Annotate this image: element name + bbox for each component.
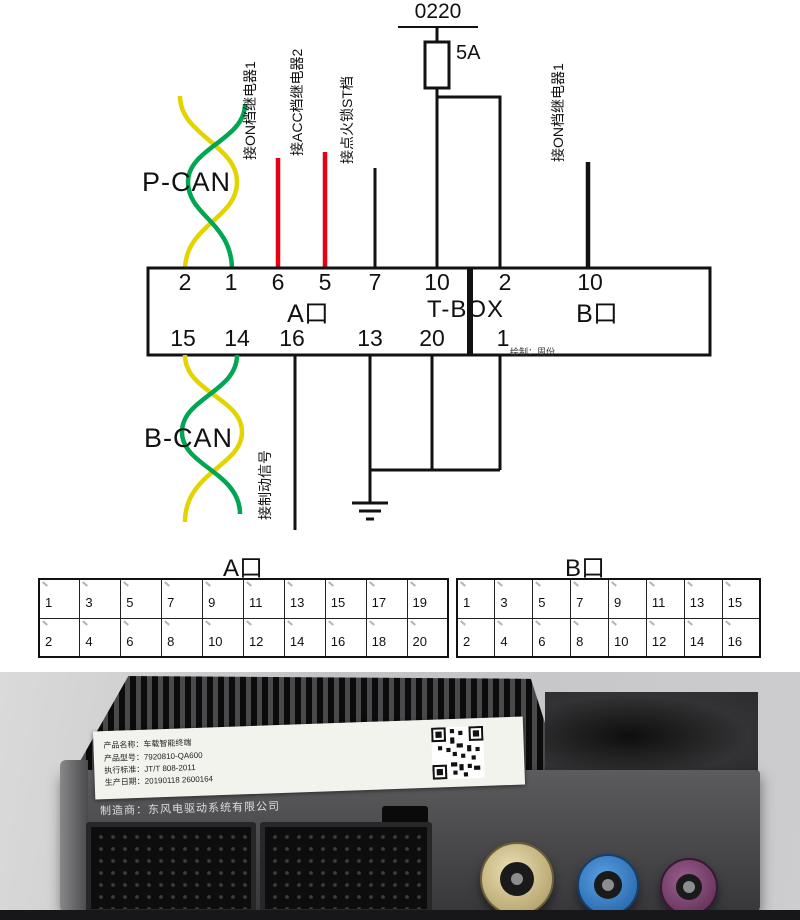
- a-port-label: A口: [287, 300, 329, 328]
- connector-block-2: [260, 822, 432, 914]
- pin-cell: 2: [38, 617, 81, 658]
- pin-cell: 19: [406, 578, 449, 619]
- pin-cell: 3: [79, 578, 122, 619]
- a-port-pin-table: 1 3 5 7 9 11 13 15 17 19 2 4 6 8 10 12 1…: [38, 578, 449, 658]
- pin-cell: 9: [202, 578, 244, 619]
- pin-cell: 16: [324, 617, 367, 658]
- pin-a2: 2: [178, 269, 192, 295]
- table-row: 2 4 6 8 10 12 14 16 18 20: [38, 617, 449, 658]
- fakra-pin: [602, 879, 614, 891]
- pin-cell: 13: [683, 578, 723, 619]
- pin-cell: 1: [38, 578, 81, 619]
- pin-cell: 14: [683, 617, 723, 658]
- fakra-connector-blue: [577, 854, 639, 916]
- pin-a1: 1: [224, 269, 238, 295]
- device-photo: 产品名称：车载智能终端 产品型号：7920810-QA600 执行标准：JT/T…: [0, 672, 800, 920]
- author-note: 绘制：周份: [510, 347, 556, 357]
- pin-a5: 5: [318, 269, 332, 295]
- pin-a7: 7: [368, 269, 382, 295]
- a-port-table-title: A口: [222, 555, 263, 582]
- wiring-diagram-graphics: [146, 27, 712, 530]
- pin-cell: 8: [161, 617, 204, 658]
- b-pin2-power-branch: [437, 95, 502, 270]
- pin-cell: 1: [456, 578, 496, 619]
- qr-code-icon: [431, 725, 485, 780]
- pin-cell: 12: [645, 617, 685, 658]
- wire-label-b-on-relay1: 接ON档继电器1: [550, 63, 566, 162]
- fuse-rating-label: 5A: [456, 42, 481, 64]
- table-row: 1 3 5 7 9 11 13 15 17 19: [38, 578, 449, 619]
- product-label: 产品名称：车载智能终端 产品型号：7920810-QA600 执行标准：JT/T…: [92, 716, 526, 800]
- pin-cell: 4: [79, 617, 122, 658]
- pin-a6: 6: [271, 269, 285, 295]
- pin-cell: 8: [570, 617, 609, 658]
- b-port-label: B口: [576, 300, 618, 328]
- pin-b1: 1: [496, 325, 510, 351]
- pin-cell: 2: [456, 617, 496, 658]
- b-port-pin-table: 1 3 5 7 9 11 13 15 2 4 6 8 10 12 14 16: [456, 578, 761, 658]
- device-top-surface: [545, 692, 758, 772]
- connector-tab: [382, 806, 428, 826]
- pin-a14: 14: [224, 325, 250, 351]
- wire-label-on-relay1: 接ON档继电器1: [242, 61, 258, 160]
- pin-a20: 20: [419, 325, 445, 351]
- fakra-connector-beige: [480, 842, 554, 916]
- fakra-pin: [511, 873, 523, 885]
- wire-label-ignition-st: 接点火锁ST档: [339, 76, 355, 164]
- pin-a16: 16: [279, 325, 305, 351]
- fakra-pin: [683, 881, 695, 893]
- pin-b2: 2: [498, 269, 512, 295]
- pin-cell: 3: [494, 578, 534, 619]
- wire-label-brake-signal: 接制动信号: [257, 450, 273, 520]
- pin-cell: 6: [532, 617, 572, 658]
- pin-cell: 15: [324, 578, 367, 619]
- pin-cell: 7: [161, 578, 204, 619]
- device-side-bracket: [60, 760, 88, 912]
- pin-cell: 11: [645, 578, 685, 619]
- table-row: 1 3 5 7 9 11 13 15: [456, 578, 761, 619]
- pin-cell: 6: [120, 617, 163, 658]
- fakra-connector-purple: [660, 858, 718, 916]
- product-label-text: 产品名称：车载智能终端 产品型号：7920810-QA600 执行标准：JT/T…: [103, 730, 395, 790]
- fuse-symbol: [423, 40, 451, 90]
- bcan-label: B-CAN: [144, 423, 234, 453]
- pin-cell: 11: [242, 578, 285, 619]
- pin-cell: 14: [283, 617, 326, 658]
- pin-a10: 10: [424, 269, 450, 295]
- pin-cell: 18: [365, 617, 408, 658]
- tbox-label: T-BOX: [426, 296, 504, 323]
- pin-cell: 4: [494, 617, 534, 658]
- pin-cell: 10: [608, 617, 647, 658]
- pin-cell: 20: [406, 617, 449, 658]
- pin-cell: 12: [242, 617, 285, 658]
- pin-a13: 13: [357, 325, 383, 351]
- pin-cell: 9: [608, 578, 647, 619]
- pin-cell: 5: [532, 578, 572, 619]
- pin-b10: 10: [577, 269, 603, 295]
- pin-cell: 5: [120, 578, 163, 619]
- pcan-label: P-CAN: [142, 167, 232, 197]
- pin-cell: 13: [283, 578, 326, 619]
- table-surface: [0, 910, 800, 920]
- b-port-table-title: B口: [564, 555, 605, 582]
- connector-block-1: [86, 822, 256, 914]
- pin-a15: 15: [170, 325, 196, 351]
- wire-label-acc-relay2: 接ACC档继电器2: [289, 48, 305, 156]
- pin-cell: 17: [365, 578, 408, 619]
- power-code-label: 0220: [398, 0, 478, 28]
- table-row: 2 4 6 8 10 12 14 16: [456, 617, 761, 658]
- pin-cell: 7: [570, 578, 609, 619]
- pin-cell: 16: [721, 617, 761, 658]
- pin-cell: 10: [202, 617, 244, 658]
- pin-cell: 15: [721, 578, 761, 619]
